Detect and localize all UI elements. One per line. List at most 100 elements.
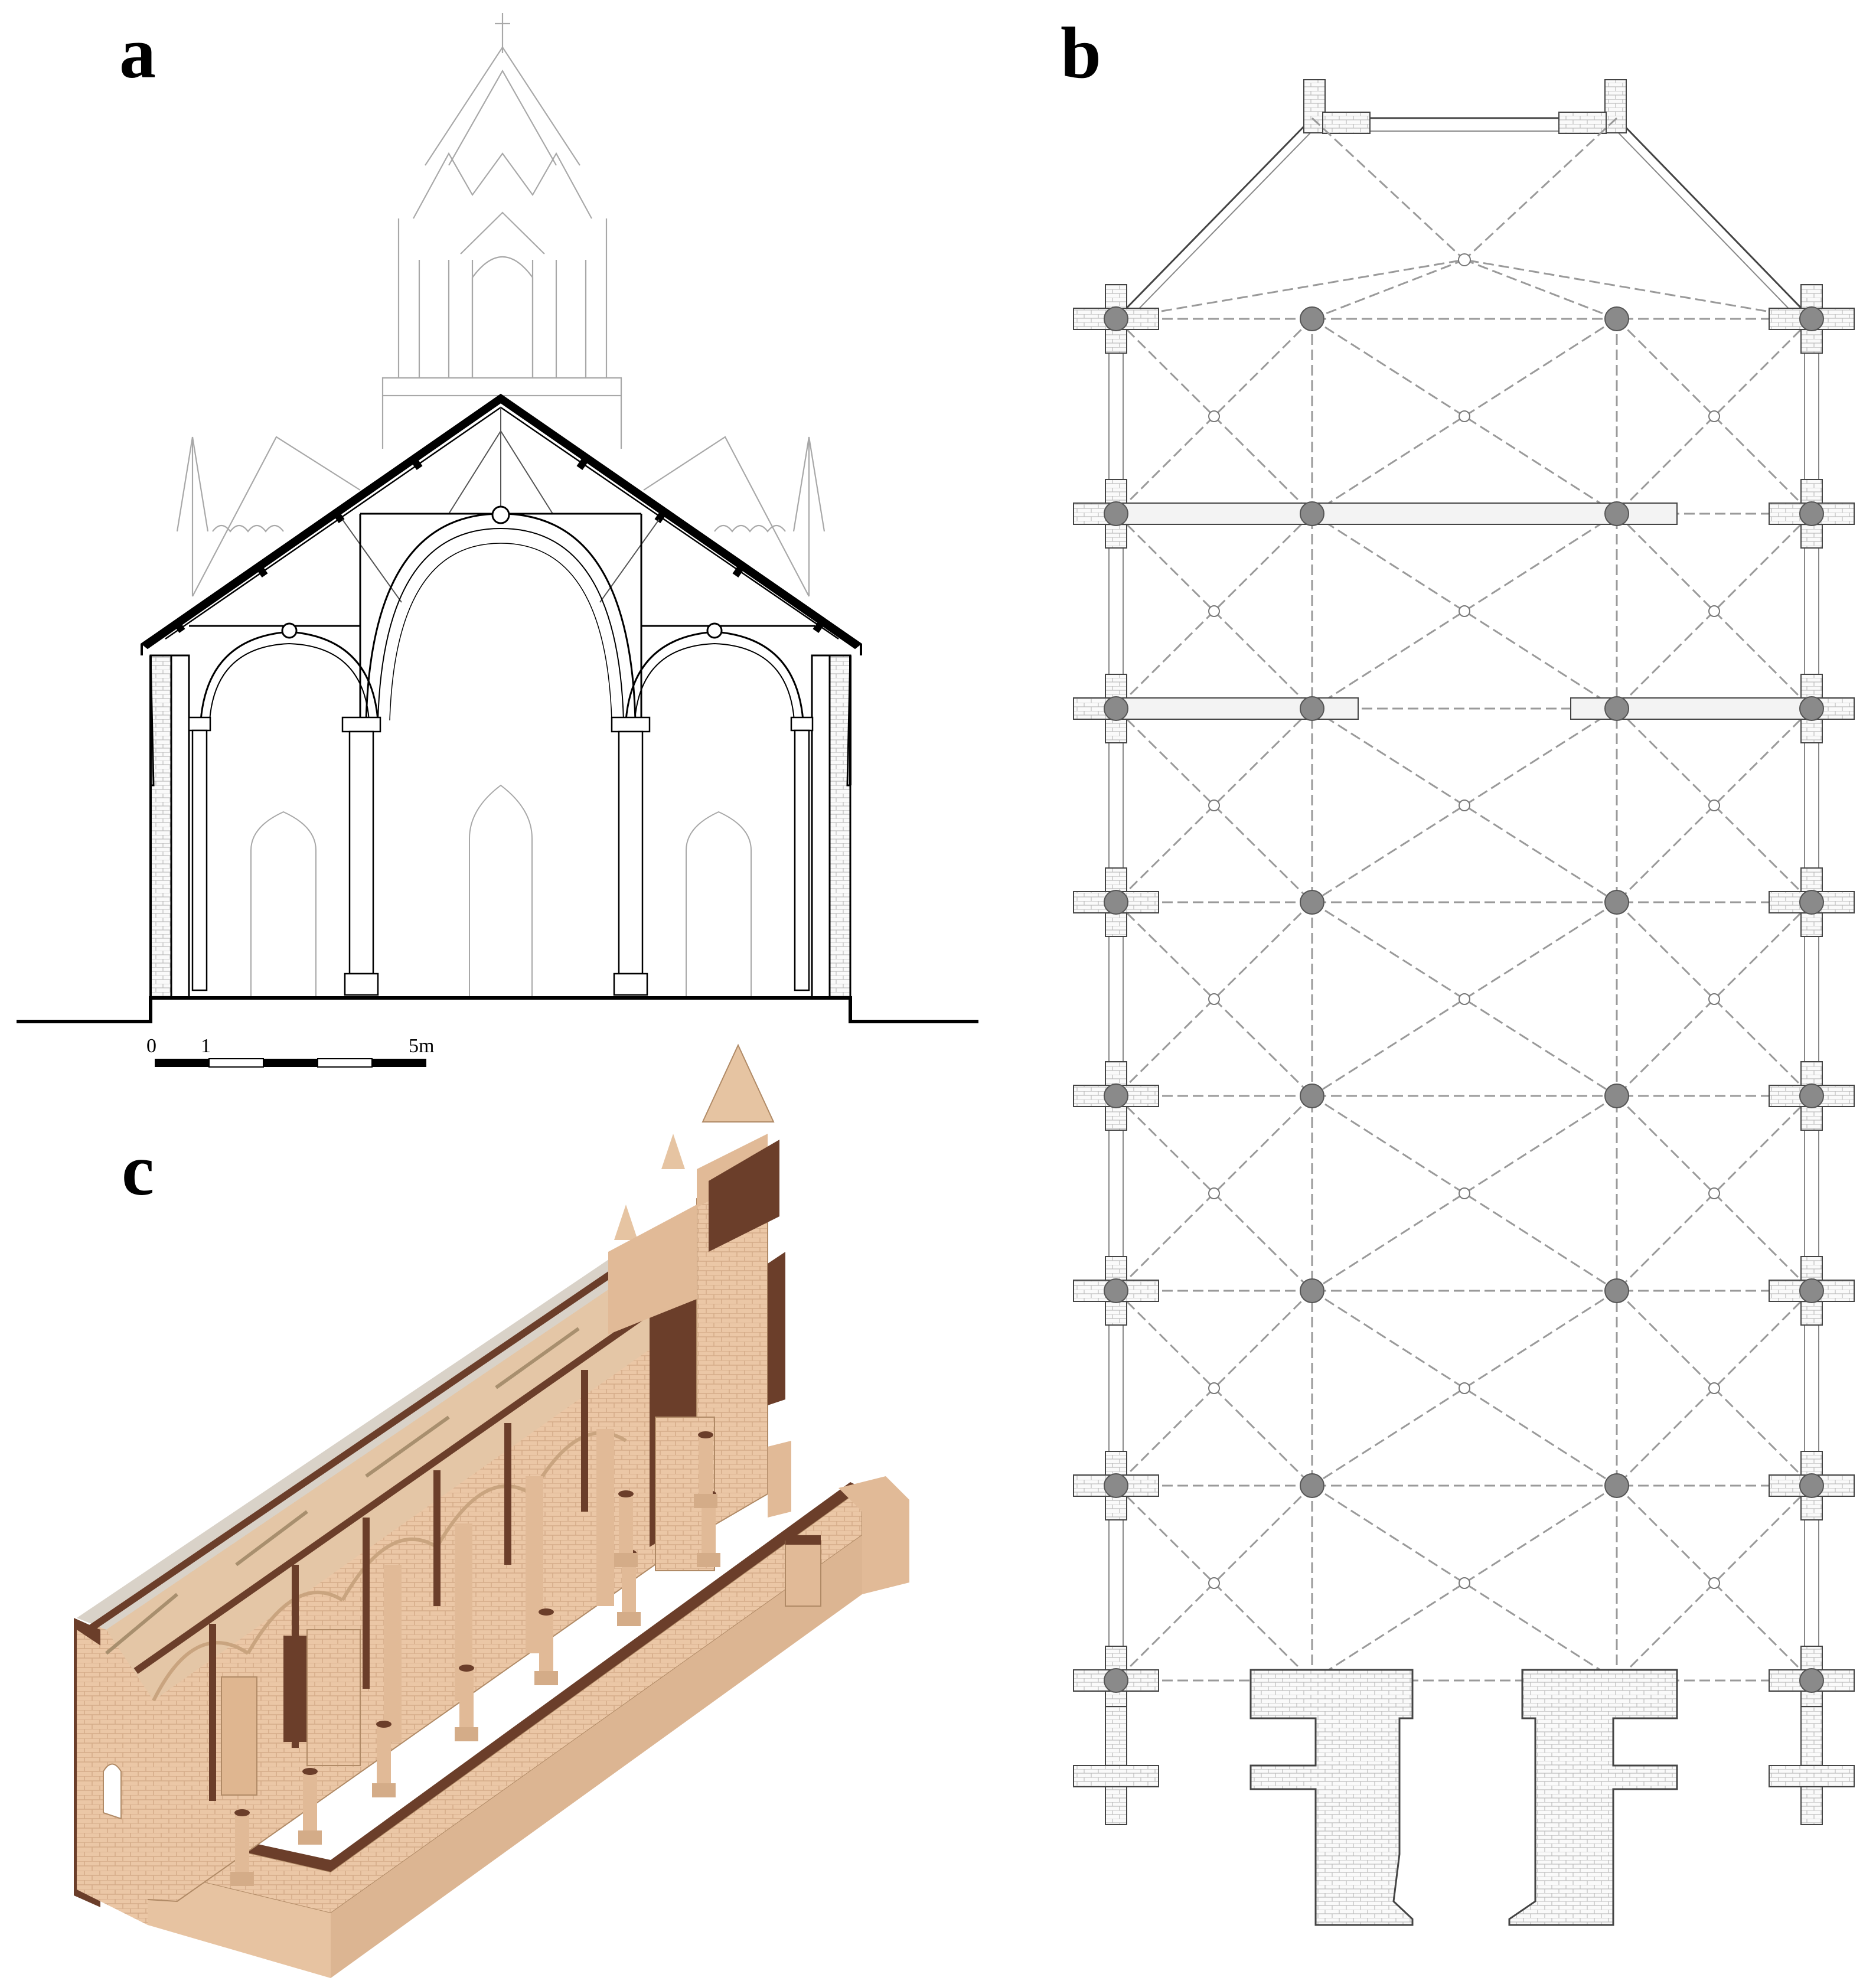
vault-rib: [1311, 707, 1617, 903]
cutaway-column: [455, 1665, 478, 1741]
plan-column: [1300, 1278, 1324, 1303]
section-drawing: 0 1 5m: [17, 13, 978, 1068]
apse-boss: [1458, 253, 1471, 266]
plan-column: [1300, 306, 1324, 331]
vault-boss: [1459, 800, 1470, 811]
plan-column: [1104, 1084, 1128, 1108]
cutaway-column: [372, 1721, 396, 1797]
section-walls: [149, 654, 851, 999]
spire-outline: [176, 13, 826, 597]
plan-column: [1300, 1473, 1324, 1498]
vault-rib: [1311, 513, 1617, 710]
vault-boss: [1208, 1577, 1220, 1589]
vault-boss: [1208, 1382, 1220, 1394]
cutaway-column: [230, 1809, 254, 1886]
plan-column: [1104, 890, 1128, 915]
plan-apse-inner: [1128, 130, 1799, 319]
vault-boss: [1459, 1577, 1470, 1589]
vault-rib: [1311, 1095, 1617, 1292]
plan-column: [1104, 1278, 1128, 1303]
plan-arch-wall: [1121, 502, 1678, 525]
plan-column: [1799, 1084, 1824, 1108]
plan-column: [1799, 306, 1824, 331]
roof-section: [141, 393, 862, 655]
plan-buttress: [1769, 1765, 1855, 1787]
ground-line: [17, 996, 978, 1023]
apse-rib: [1311, 259, 1465, 320]
plan-column: [1799, 501, 1824, 526]
plan-buttress: [1073, 1765, 1159, 1787]
vault-boss: [1708, 410, 1720, 422]
cutaway-column: [694, 1431, 717, 1508]
vault-arches: [189, 505, 815, 721]
plan-column: [1799, 890, 1824, 915]
vault-boss: [1459, 1382, 1470, 1394]
vault-boss: [1708, 1187, 1720, 1199]
cutaway-column: [614, 1490, 638, 1567]
cutaway-column: [534, 1608, 558, 1685]
cutaway-model: [74, 1043, 909, 1978]
plan-column: [1104, 1473, 1128, 1498]
plan-column: [1604, 306, 1629, 331]
vault-boss: [1208, 800, 1220, 811]
scale-bar: 0 1 5m: [146, 1035, 434, 1068]
vault-rib: [1311, 901, 1617, 1097]
vault-rib: [1311, 318, 1617, 515]
plan-column: [1799, 1473, 1824, 1498]
plan-column: [1799, 696, 1824, 721]
section-windows: [250, 784, 752, 998]
vault-rib: [1311, 1484, 1617, 1682]
vault-boss: [1208, 993, 1220, 1005]
plan-column: [1300, 890, 1324, 915]
plan-apse-buttress: [1558, 112, 1607, 134]
scale-tick-5m: 5m: [409, 1035, 434, 1057]
corner-structure: [785, 1535, 821, 1607]
apse-rib: [1464, 259, 1812, 320]
plan-column: [1104, 501, 1128, 526]
floor-plan: [1073, 79, 1855, 1926]
plan-column: [1604, 696, 1629, 721]
plan-tower-base: [1249, 1669, 1414, 1926]
plan-column: [1104, 306, 1128, 331]
plan-apse-buttress: [1322, 112, 1371, 134]
plan-column: [1799, 1278, 1824, 1303]
vault-rib: [1311, 1290, 1617, 1487]
plan-apse-buttress: [1604, 79, 1627, 133]
scale-tick-1: 1: [201, 1035, 211, 1057]
vault-boss: [1708, 605, 1720, 617]
panel-label-b: b: [1061, 12, 1101, 93]
vault-rib: [1311, 1290, 1617, 1487]
plan-apse-outer: [1115, 117, 1813, 320]
vault-rib: [1311, 513, 1617, 710]
apse-rib: [1115, 259, 1465, 320]
vault-boss: [1459, 410, 1470, 422]
apse-rib: [1463, 117, 1618, 261]
plan-apse-buttress: [1303, 79, 1326, 133]
vault-rib: [1311, 1484, 1617, 1682]
plan-column: [1604, 1278, 1629, 1303]
scale-tick-0: 0: [146, 1035, 156, 1057]
cutaway-column: [298, 1768, 322, 1845]
vault-boss: [1459, 993, 1470, 1005]
apse-rib: [1311, 117, 1466, 261]
vault-boss: [1708, 800, 1720, 811]
vault-rib: [1311, 1095, 1617, 1292]
plan-column: [1604, 501, 1629, 526]
panel-label-c: c: [122, 1130, 155, 1210]
vault-boss: [1459, 1187, 1470, 1199]
vault-rib: [1311, 318, 1617, 515]
vault-boss: [1208, 605, 1220, 617]
vault-boss: [1708, 1577, 1720, 1589]
plan-column: [1799, 1668, 1824, 1693]
vault-boss: [1708, 1382, 1720, 1394]
section-columns: [188, 716, 814, 996]
panel-label-a: a: [119, 12, 156, 93]
plan-column: [1104, 696, 1128, 721]
plan-column: [1300, 1084, 1324, 1108]
vault-boss: [1208, 410, 1220, 422]
vault-rib: [1311, 901, 1617, 1097]
plan-tower-base: [1508, 1669, 1678, 1926]
vault-boss: [1208, 1187, 1220, 1199]
plan-column: [1604, 890, 1629, 915]
